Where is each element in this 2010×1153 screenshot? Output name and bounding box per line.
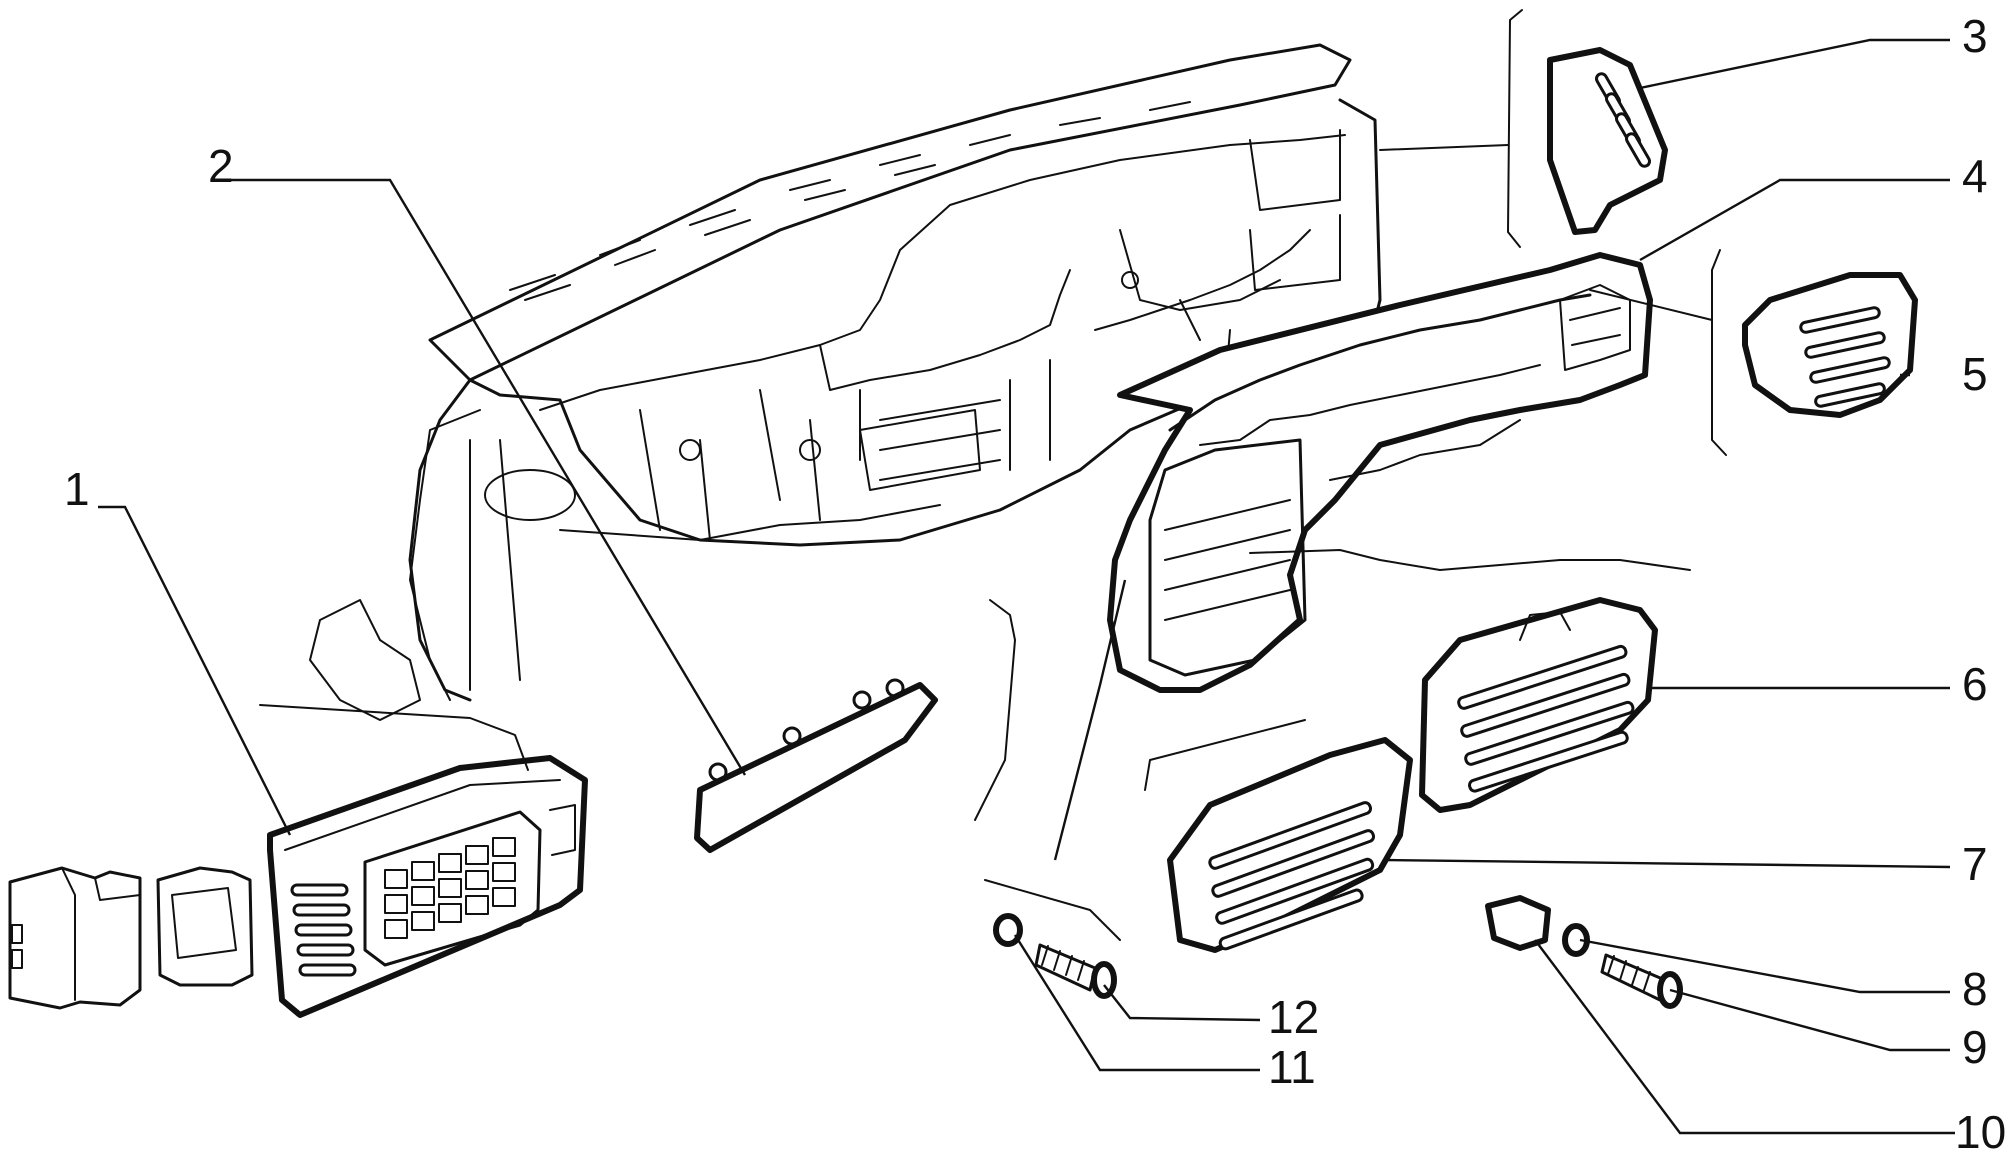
callout-1: 1 [64, 463, 90, 515]
callout-8: 8 [1962, 963, 1988, 1015]
callout-4: 4 [1962, 150, 1988, 202]
part-4-bezel [1107, 252, 1653, 693]
leader-lines [98, 38, 1955, 1135]
callout-labels: 1 2 3 4 5 6 7 8 9 10 11 12 [64, 10, 2006, 1153]
part-11-washer [993, 913, 1023, 947]
part-5-corner-vent [1742, 272, 1918, 418]
dashboard-frame [309, 43, 1382, 721]
callout-5: 5 [1962, 348, 1988, 400]
part-7-central-vent-lower [1167, 737, 1413, 953]
callout-2: 2 [208, 140, 234, 192]
callout-12: 12 [1268, 991, 1319, 1043]
part-6-central-vent-upper [1419, 597, 1658, 813]
callout-9: 9 [1962, 1021, 1988, 1073]
part-1-left-vent-assembly [8, 755, 588, 1018]
part-9-screw [1600, 953, 1683, 1009]
callout-11: 11 [1268, 1041, 1316, 1093]
part-10-clip [1485, 895, 1551, 951]
callout-7: 7 [1962, 838, 1988, 890]
assembly-guide-lines [259, 9, 1727, 941]
callout-6: 6 [1962, 658, 1988, 710]
part-3-small-vent [1547, 47, 1668, 235]
part-2-strip [694, 678, 938, 853]
part-12-screw [1034, 943, 1117, 999]
callout-10: 10 [1955, 1106, 2006, 1153]
callout-3: 3 [1962, 10, 1988, 62]
part-8-washer [1562, 923, 1590, 957]
